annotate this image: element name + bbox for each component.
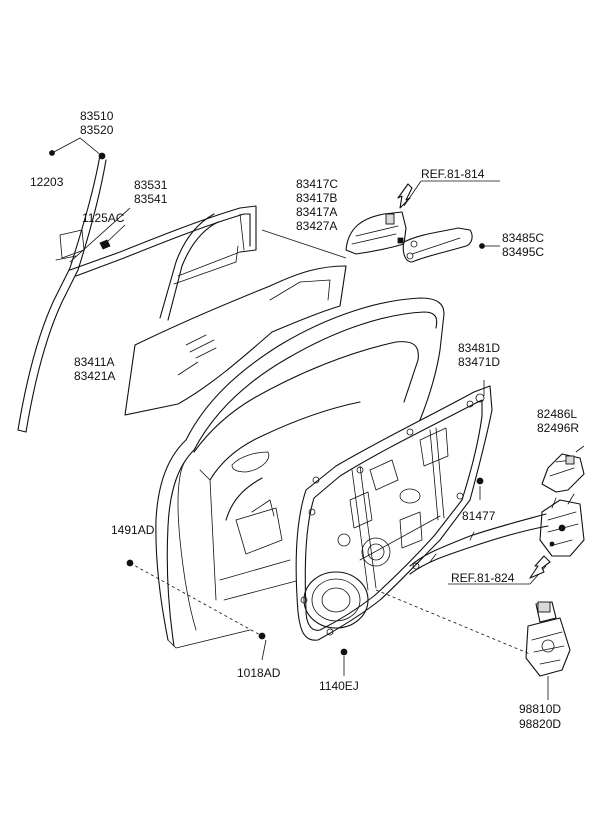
label-83481D: 83481D (458, 341, 500, 355)
run-channel (69, 205, 257, 321)
label-98820D: 98820D (519, 717, 561, 731)
label-83421A: 83421A (74, 369, 115, 383)
label-83520: 83520 (80, 123, 114, 137)
latch-cables (409, 513, 549, 575)
label-83417B: 83417B (296, 191, 337, 205)
part-labels: 83510 83520 12203 83531 83541 1125AC 834… (30, 109, 579, 731)
door-latch (539, 493, 585, 557)
door-outer-panel (155, 297, 445, 649)
window-channel (17, 152, 107, 433)
regulator-motor (525, 601, 571, 677)
label-1491AD: 1491AD (111, 523, 155, 537)
inside-handle (402, 227, 485, 263)
label-82496R: 82496R (537, 421, 579, 435)
label-83531: 83531 (134, 178, 168, 192)
label-83417A: 83417A (296, 205, 337, 219)
label-98810D: 98810D (519, 702, 561, 716)
reference-arrows (397, 183, 551, 579)
label-1125AC: 1125AC (82, 211, 125, 225)
label-83417C: 83417C (296, 177, 338, 191)
leader-lines (51, 137, 585, 700)
label-83411A: 83411A (74, 355, 114, 369)
label-1018AD: 1018AD (237, 666, 281, 680)
label-81477: 81477 (462, 509, 496, 523)
label-83541: 83541 (134, 192, 168, 206)
label-12203: 12203 (30, 175, 64, 189)
label-83427A: 83427A (296, 219, 337, 233)
label-82486L: 82486L (537, 407, 577, 421)
label-83471D: 83471D (458, 355, 500, 369)
door-module-panel (295, 385, 493, 641)
outside-handle (345, 211, 407, 255)
door-glass (124, 265, 347, 416)
label-83510: 83510 (80, 109, 114, 123)
ref-arrow-81-814 (397, 183, 413, 209)
label-83485C: 83485C (502, 231, 544, 245)
label-ref-81-824: REF.81-824 (451, 571, 515, 585)
latch-bracket (541, 453, 585, 493)
label-ref-81-814: REF.81-814 (421, 167, 485, 181)
label-1140EJ: 1140EJ (319, 679, 359, 693)
ref-arrow-81-824 (529, 555, 551, 579)
label-83495C: 83495C (502, 245, 544, 259)
fasteners (49, 150, 484, 656)
